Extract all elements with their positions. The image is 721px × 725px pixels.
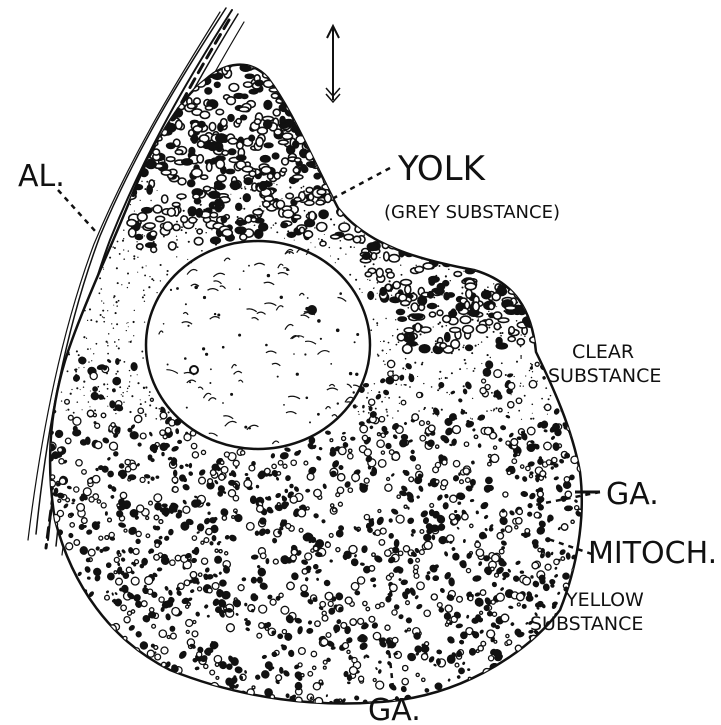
grey-substance-label: (GREY SUBSTANCE) — [384, 202, 560, 223]
yolk-label: YOLK — [397, 149, 487, 189]
nucleus — [146, 241, 370, 449]
nucleolus — [307, 305, 317, 315]
ga-bottom-label: GA. — [368, 693, 421, 725]
ga-right-label: GA. — [606, 477, 659, 512]
yellow-substance-label-line1: YELLOW — [565, 589, 644, 611]
mitoch-label: MITOCH. — [588, 536, 717, 571]
al-leader-line — [58, 190, 96, 232]
arrow-up-icon — [326, 26, 340, 102]
yolk-leader-line — [330, 168, 390, 200]
clear-substance-label-line2: SUBSTANCE — [548, 365, 661, 387]
clear-substance-label-line1: CLEAR — [572, 341, 634, 363]
yellow-substance-label-line2: SUBSTANCE — [530, 613, 643, 635]
al-label: AL. — [18, 159, 65, 194]
